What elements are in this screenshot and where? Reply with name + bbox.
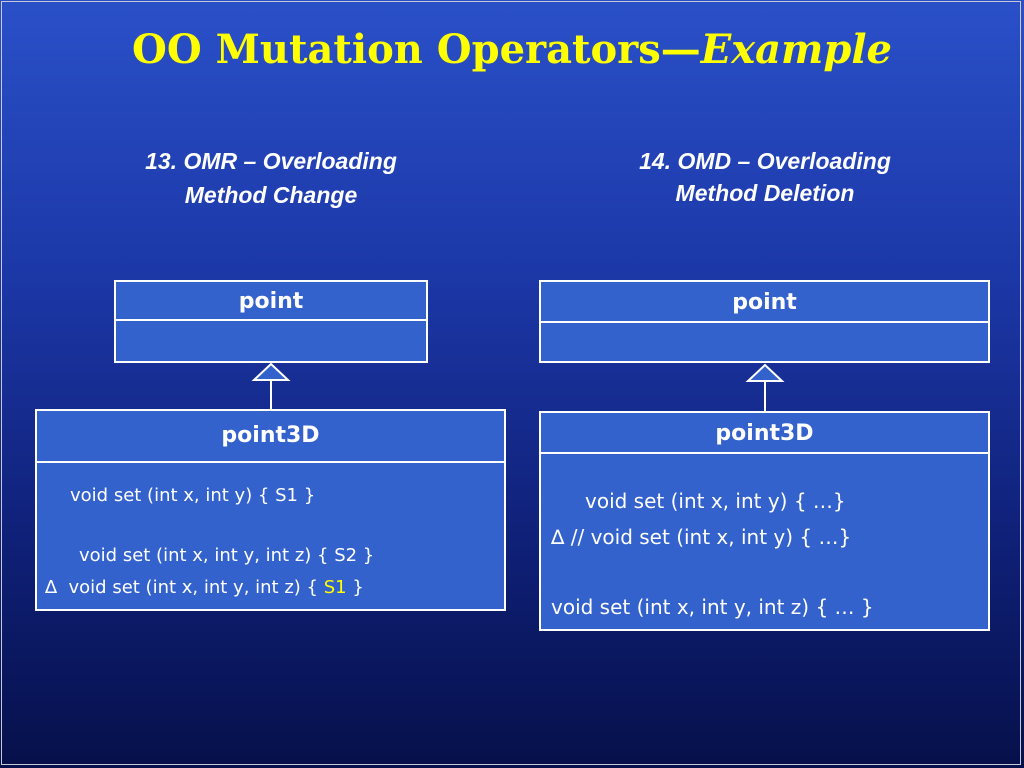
omr-heading-line2: Method Change bbox=[184, 182, 358, 208]
omr-code-line3: ∆ void set (int x, int y, int z) { S1 } bbox=[45, 577, 364, 598]
omr-code-line2: void set (int x, int y, int z) { S2 } bbox=[79, 545, 375, 566]
left-point3d-class: point3D void set (int x, int y) { S1 } v… bbox=[35, 409, 506, 611]
left-inheritance-arrow bbox=[251, 362, 291, 409]
omd-heading-line1: 14. OMD – Overloading bbox=[639, 148, 891, 174]
omd-heading-line2: Method Deletion bbox=[675, 180, 855, 206]
slide-title: OO Mutation Operators—Example bbox=[0, 26, 1024, 73]
omd-code-line1: void set (int x, int y) { …} bbox=[585, 489, 846, 513]
left-point3d-class-name: point3D bbox=[37, 411, 504, 463]
right-inheritance-triangle bbox=[745, 363, 785, 382]
omd-line2-text: // void set (int x, int y) { …} bbox=[570, 525, 852, 549]
right-point3d-class-name: point3D bbox=[541, 413, 988, 454]
delta-marker: ∆ bbox=[45, 577, 58, 598]
omd-code-line3: void set (int x, int y, int z) { … } bbox=[551, 595, 874, 619]
omr-code-line1: void set (int x, int y) { S1 } bbox=[70, 485, 316, 506]
right-point3d-class: point3D void set (int x, int y) { …} ∆ /… bbox=[539, 411, 990, 631]
right-point-class-name: point bbox=[541, 282, 988, 323]
omr-heading-line1: 13. OMR – Overloading bbox=[145, 148, 397, 174]
omr-heading: 13. OMR – Overloading Method Change bbox=[96, 144, 446, 212]
right-point-class: point bbox=[539, 280, 990, 363]
left-inheritance-triangle bbox=[251, 362, 291, 381]
omr-line3-suffix: } bbox=[352, 577, 364, 598]
omr-line3-highlight: S1 bbox=[323, 577, 347, 598]
omr-line3-prefix: void set (int x, int y, int z) { bbox=[68, 577, 318, 598]
right-inheritance-arrow bbox=[745, 363, 785, 411]
title-main: OO Mutation Operators— bbox=[132, 26, 701, 73]
omd-heading: 14. OMD – Overloading Method Deletion bbox=[590, 144, 940, 212]
left-point-class: point bbox=[114, 280, 428, 363]
title-emphasis: Example bbox=[700, 26, 892, 73]
omd-code-line2: ∆ // void set (int x, int y) { …} bbox=[551, 525, 851, 549]
delta-marker: ∆ bbox=[551, 525, 565, 549]
left-point-class-name: point bbox=[116, 282, 426, 321]
